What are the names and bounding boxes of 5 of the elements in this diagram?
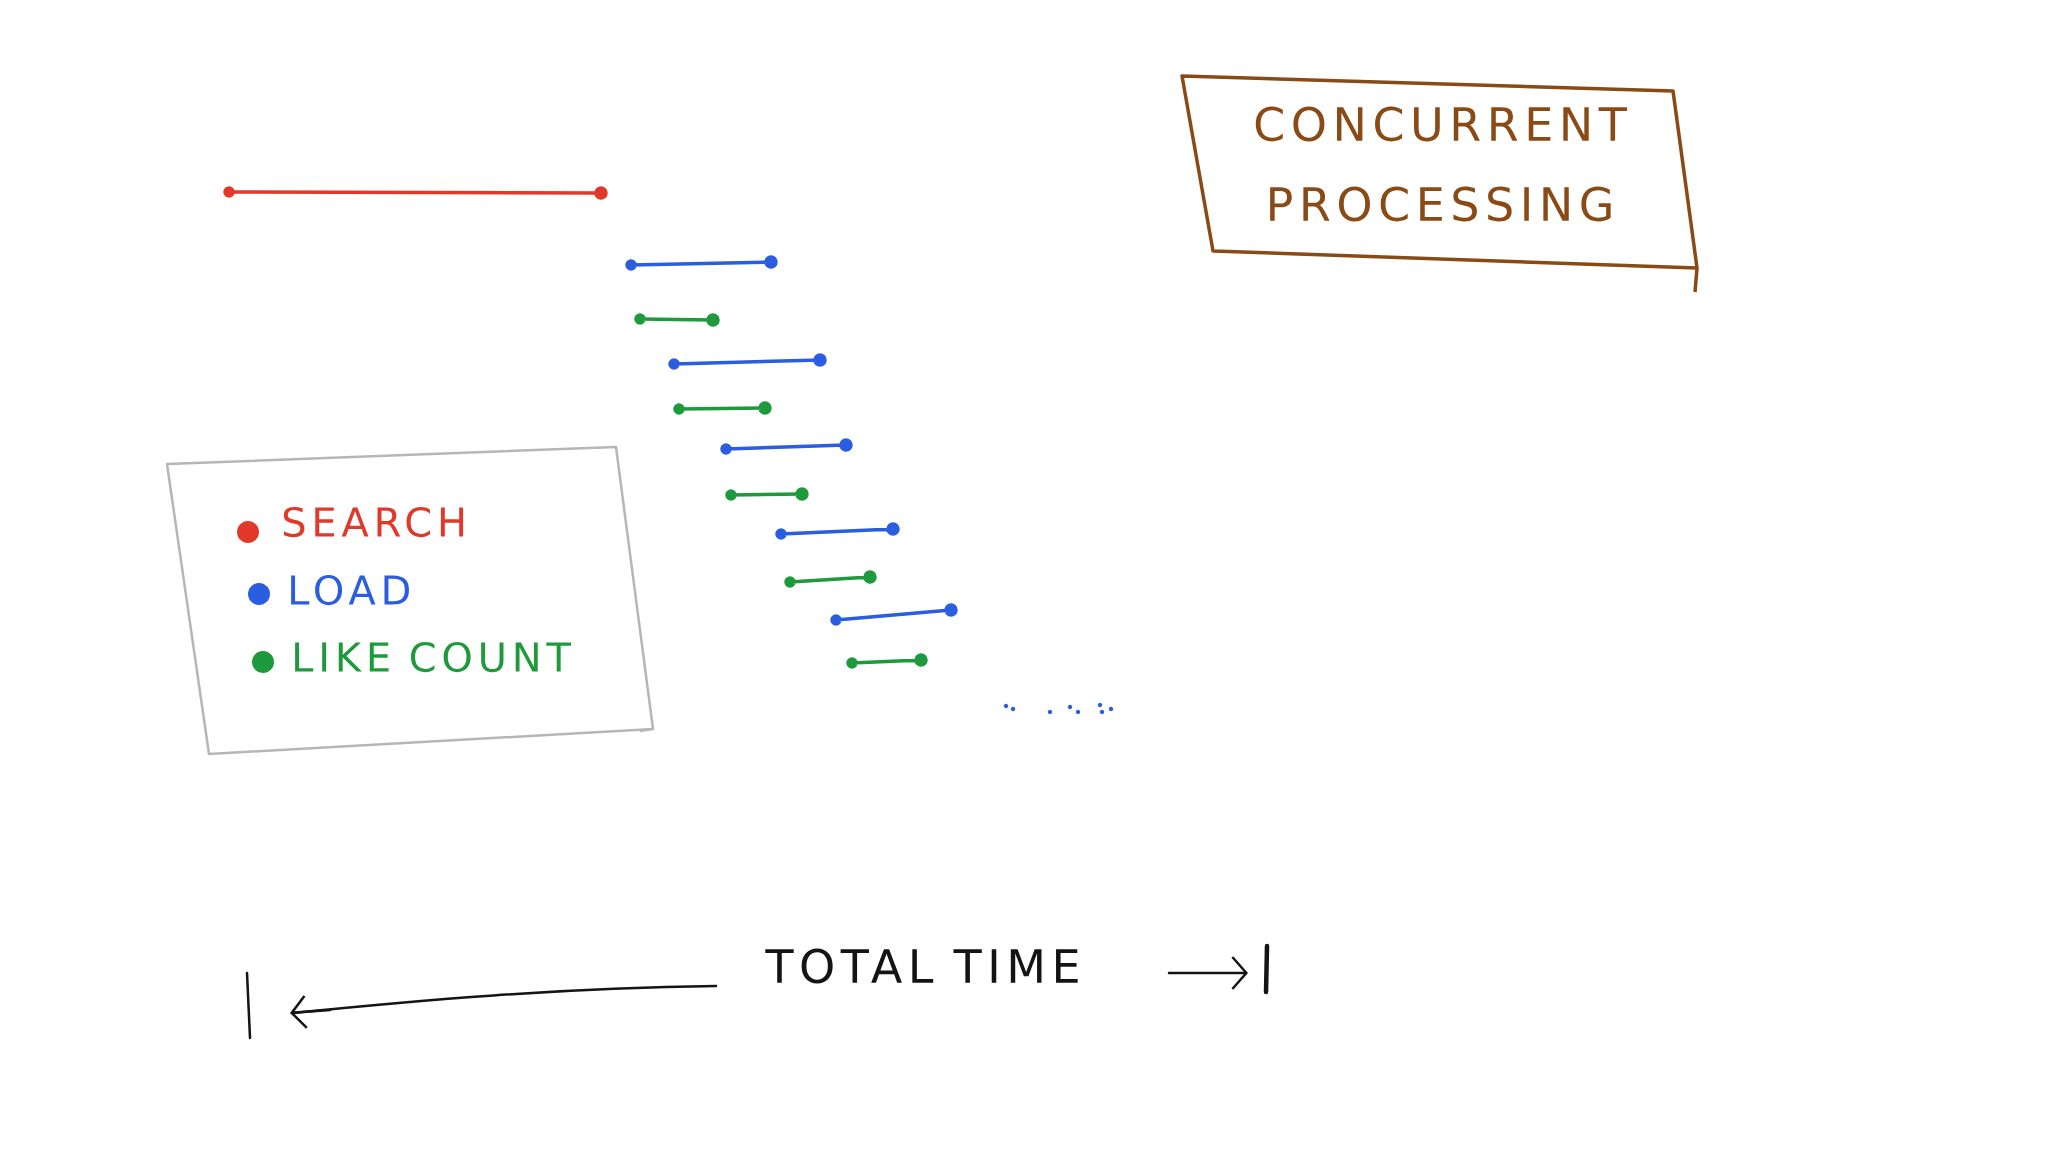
legend-label: LIKE COUNT xyxy=(295,641,572,673)
title-box: CONCURRENT PROCESSING xyxy=(1180,74,1699,294)
legend-label: SEARCH xyxy=(283,506,464,538)
legend-label: LOAD xyxy=(291,574,409,606)
dimension-label: TOTAL TIME xyxy=(765,948,1078,984)
